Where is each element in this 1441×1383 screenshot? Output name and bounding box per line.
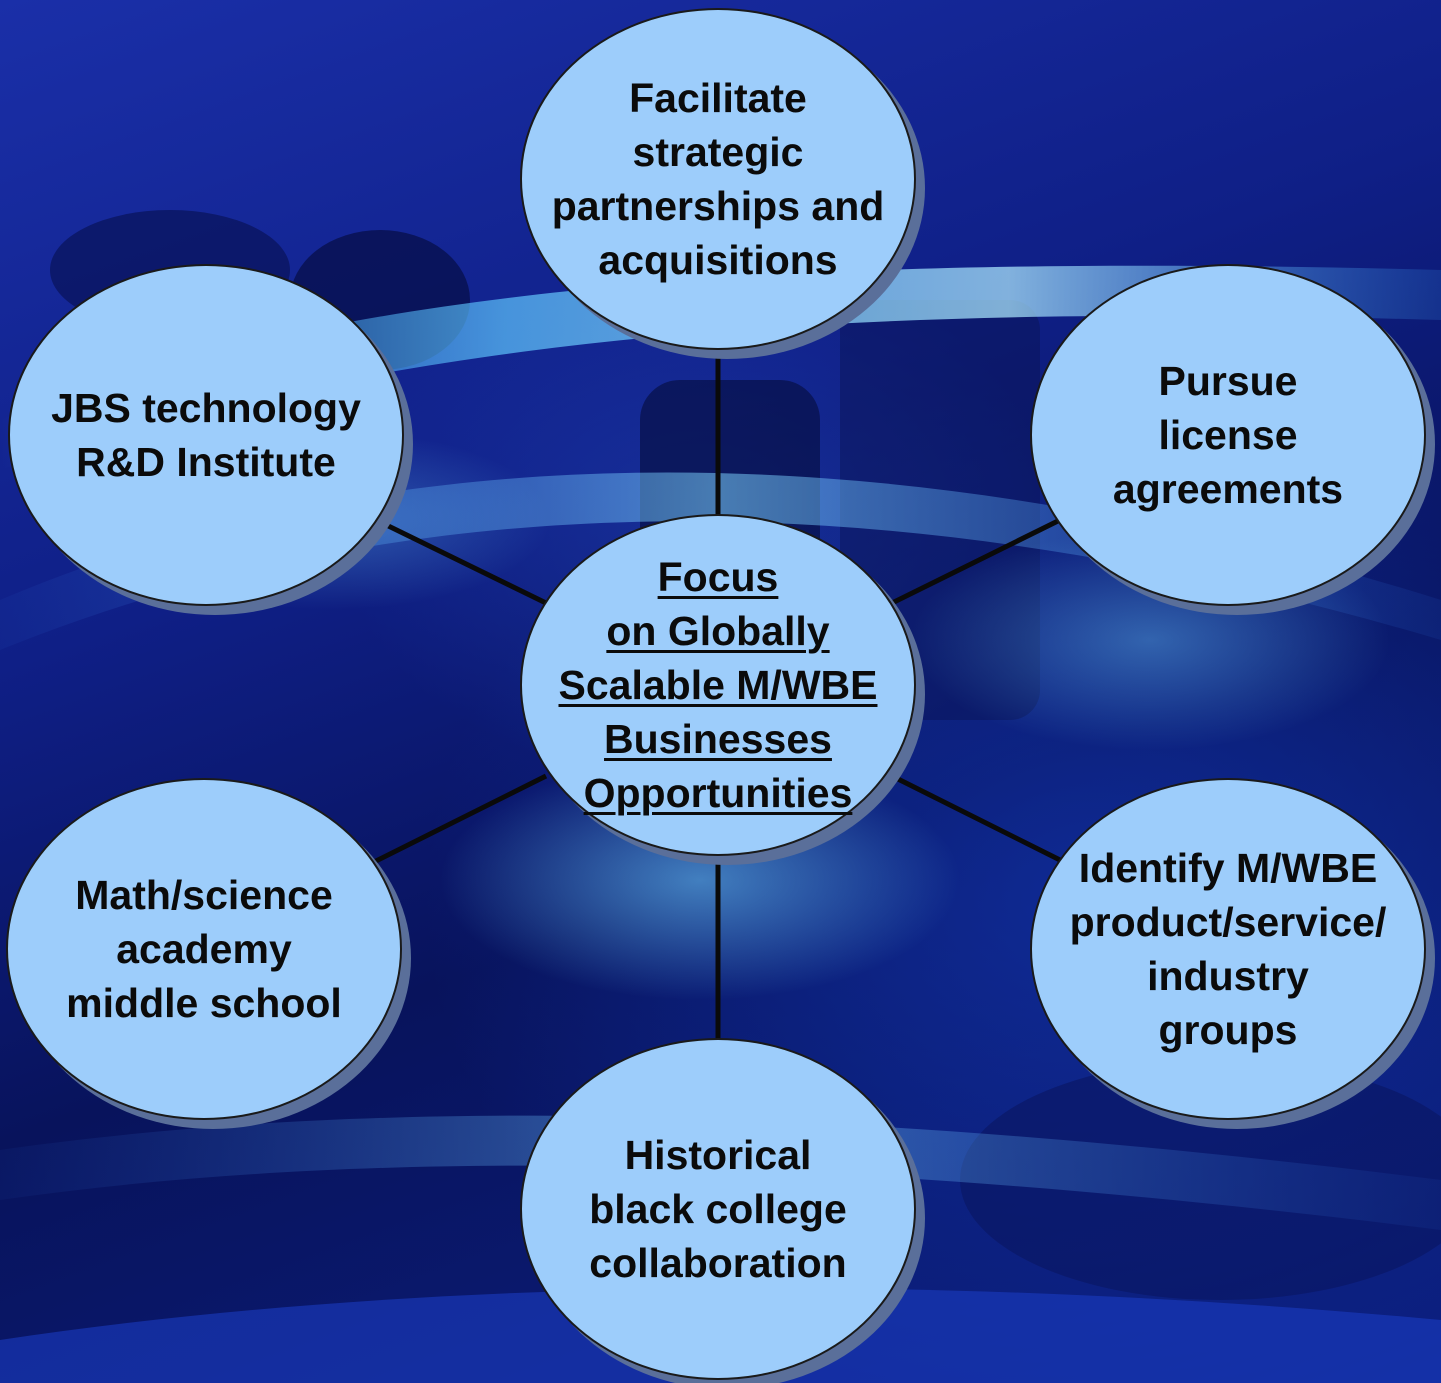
node-label-identify-mwbe: Identify M/WBE product/service/ industry… <box>1069 845 1387 1053</box>
connector-top-left <box>370 515 550 607</box>
node-label-strategic-partnerships: Facilitate strategic partnerships and ac… <box>551 75 885 283</box>
node-license-agreements: Pursue license agreements <box>1030 264 1426 606</box>
node-identify-mwbe: Identify M/WBE product/service/ industry… <box>1030 778 1426 1120</box>
node-label-math-science-academy: Math/science academy middle school <box>66 872 342 1026</box>
connector-bottom-left <box>372 773 548 865</box>
node-math-science-academy: Math/science academy middle school <box>6 778 402 1120</box>
connector-top-right <box>888 515 1066 607</box>
node-strategic-partnerships: Facilitate strategic partnerships and ac… <box>520 8 916 350</box>
node-label-historical-black-college: Historical black college collaboration <box>589 1132 847 1286</box>
connector-bottom-right <box>890 773 1066 865</box>
node-label-jbs-technology: JBS technology R&D Institute <box>51 385 361 485</box>
node-historical-black-college: Historical black college collaboration <box>520 1038 916 1380</box>
node-center-focus: Focus on Globally Scalable M/WBE Busines… <box>520 514 916 856</box>
node-label-license-agreements: Pursue license agreements <box>1112 358 1344 512</box>
node-jbs-technology: JBS technology R&D Institute <box>8 264 404 606</box>
node-label-center-focus: Focus on Globally Scalable M/WBE Busines… <box>558 554 878 816</box>
